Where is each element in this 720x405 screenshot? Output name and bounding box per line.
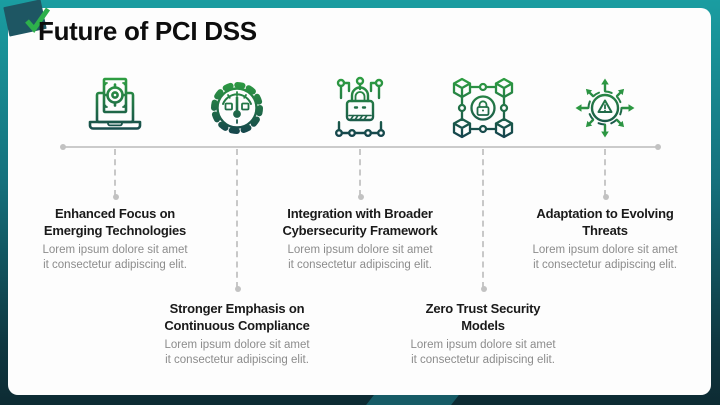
timeline-line	[60, 144, 661, 150]
timeline-end-dot	[655, 144, 661, 150]
timeline-item-icon	[449, 74, 517, 142]
connector-line	[603, 149, 609, 200]
timeline-item: Stronger Emphasis on Continuous Complian…	[146, 301, 328, 369]
timeline-item-icon	[571, 74, 639, 142]
laptop-target-icon	[88, 77, 142, 130]
timeline-item: Integration with Broader Cybersecurity F…	[269, 206, 451, 274]
timeline-item-icon	[203, 74, 271, 142]
blockchain-lock-icon	[452, 77, 514, 139]
connector-dot	[358, 194, 364, 200]
slide-panel	[8, 8, 711, 395]
threat-adaptation-icon	[575, 78, 635, 138]
page-title: Future of PCI DSS	[38, 16, 257, 46]
timeline-start-dot	[60, 144, 66, 150]
gear-gauge-icon	[211, 82, 263, 134]
bottom-border-accent	[366, 395, 459, 405]
item-description: Lorem ipsum dolore sit amet it consectet…	[410, 339, 556, 367]
connector-line	[358, 149, 364, 200]
timeline-item: Adaptation to Evolving Threats Lorem ips…	[514, 206, 696, 274]
timeline-item: Zero Trust Security Models Lorem ipsum d…	[392, 301, 574, 369]
connector-line	[113, 149, 119, 200]
connector-dot	[113, 194, 119, 200]
item-title: Stronger Emphasis on Continuous Complian…	[164, 301, 310, 333]
timeline-item-icon	[326, 74, 394, 142]
timeline-item: Enhanced Focus on Emerging Technologies …	[24, 206, 206, 274]
timeline-item-icon	[81, 74, 149, 142]
item-description: Lorem ipsum dolore sit amet it consectet…	[164, 339, 310, 367]
checkmark-icon	[25, 7, 51, 34]
item-description: Lorem ipsum dolore sit amet it consectet…	[42, 244, 188, 272]
connector-line	[481, 149, 487, 292]
item-title: Integration with Broader Cybersecurity F…	[282, 206, 438, 238]
item-title: Enhanced Focus on Emerging Technologies	[43, 206, 187, 238]
connector-line	[235, 149, 241, 292]
item-title: Zero Trust Security Models	[425, 301, 541, 333]
item-description: Lorem ipsum dolore sit amet it consectet…	[287, 244, 433, 272]
connector-dot	[603, 194, 609, 200]
item-description: Lorem ipsum dolore sit amet it consectet…	[532, 244, 678, 272]
network-lock-icon	[334, 76, 386, 138]
connector-dot	[481, 286, 487, 292]
connector-dot	[235, 286, 241, 292]
item-title: Adaptation to Evolving Threats	[536, 206, 674, 238]
